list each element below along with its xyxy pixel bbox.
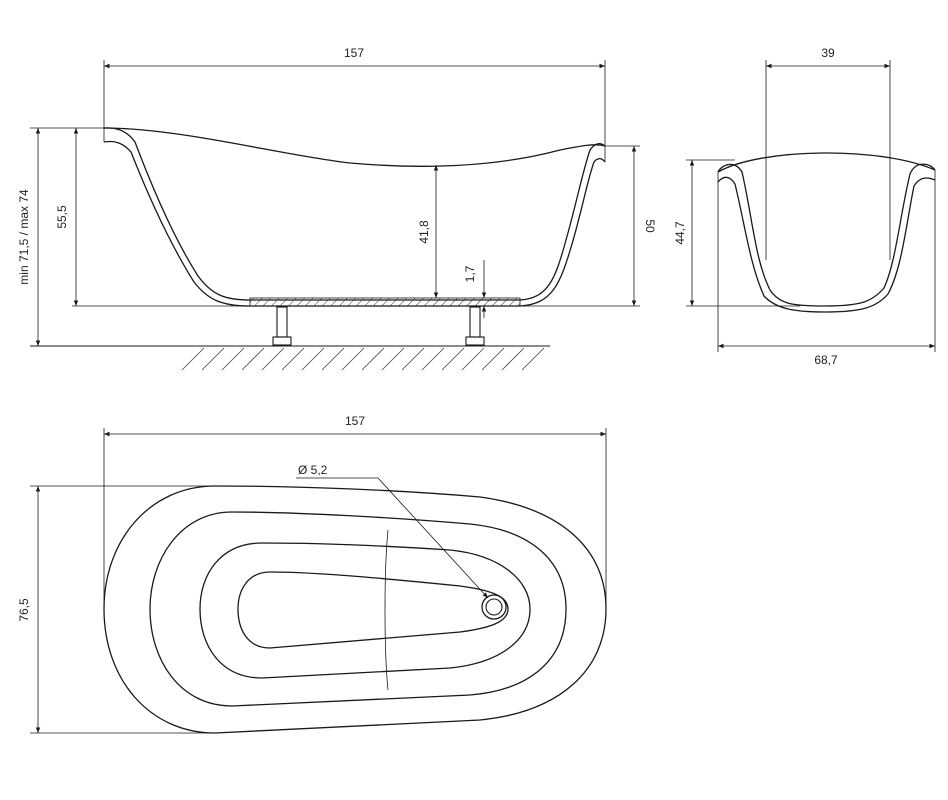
dim-outer-width: 68,7 <box>814 353 838 367</box>
side-view: 157 min 71,5 / max 74 55,5 41,8 1,7 50 <box>17 46 657 371</box>
dim-drain-diameter: Ø 5,2 <box>298 463 328 477</box>
dim-installed-height: min 71,5 / max 74 <box>17 189 31 285</box>
tub-side-rim <box>103 127 606 167</box>
tub-bottom-hatched <box>249 297 521 307</box>
tub-end-outer-shell <box>717 163 936 307</box>
tub-side-outer-shell <box>103 127 606 301</box>
ground-hatching <box>181 347 545 371</box>
dim-inner-depth: 41,8 <box>417 220 431 244</box>
drain-leader-line <box>377 477 489 599</box>
tub-top-outer-rim <box>103 485 607 734</box>
dim-bottom-thickness: 1,7 <box>463 265 477 282</box>
dim-length-side: 157 <box>344 46 364 60</box>
top-view: Ø 5,2 157 76,5 <box>17 414 607 734</box>
tub-foot-left <box>272 306 292 346</box>
tub-top-middle-rim <box>149 511 567 707</box>
dim-length-top: 157 <box>345 414 365 428</box>
end-view: 39 44,7 68,7 <box>673 46 936 367</box>
dim-width-top: 76,5 <box>17 598 31 622</box>
dim-end-height: 50 <box>643 219 657 233</box>
tub-end-rim <box>717 152 936 173</box>
dim-rim-height: 55,5 <box>55 205 69 229</box>
drain-icon <box>481 594 507 620</box>
tub-foot-right <box>465 306 485 346</box>
tub-top-inner-basin <box>199 542 531 679</box>
tub-top-basin-floor <box>237 571 509 649</box>
tub-end-inner-shell <box>717 176 936 313</box>
dim-inner-width: 39 <box>821 46 835 60</box>
tub-side-inner-shell <box>103 140 606 307</box>
tub-top-backrest-seam <box>384 529 389 691</box>
dim-end-view-height: 44,7 <box>673 221 687 245</box>
